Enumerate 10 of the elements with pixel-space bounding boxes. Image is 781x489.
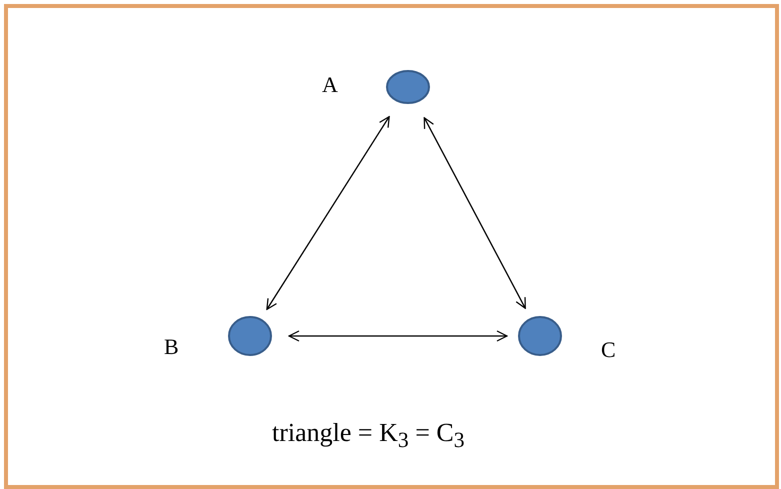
double-arrow xyxy=(288,330,508,342)
vertex-label: A xyxy=(322,74,338,96)
vertex-label: B xyxy=(164,336,179,358)
double-arrow xyxy=(266,116,390,310)
graph-vertex xyxy=(386,70,430,104)
graph-vertex xyxy=(228,316,272,356)
double-arrow xyxy=(424,117,526,309)
vertex-label: C xyxy=(601,339,616,361)
graph-vertex xyxy=(518,316,562,356)
caption-text: triangle = K$_{3}$ = C$_{3}$ xyxy=(272,420,465,452)
